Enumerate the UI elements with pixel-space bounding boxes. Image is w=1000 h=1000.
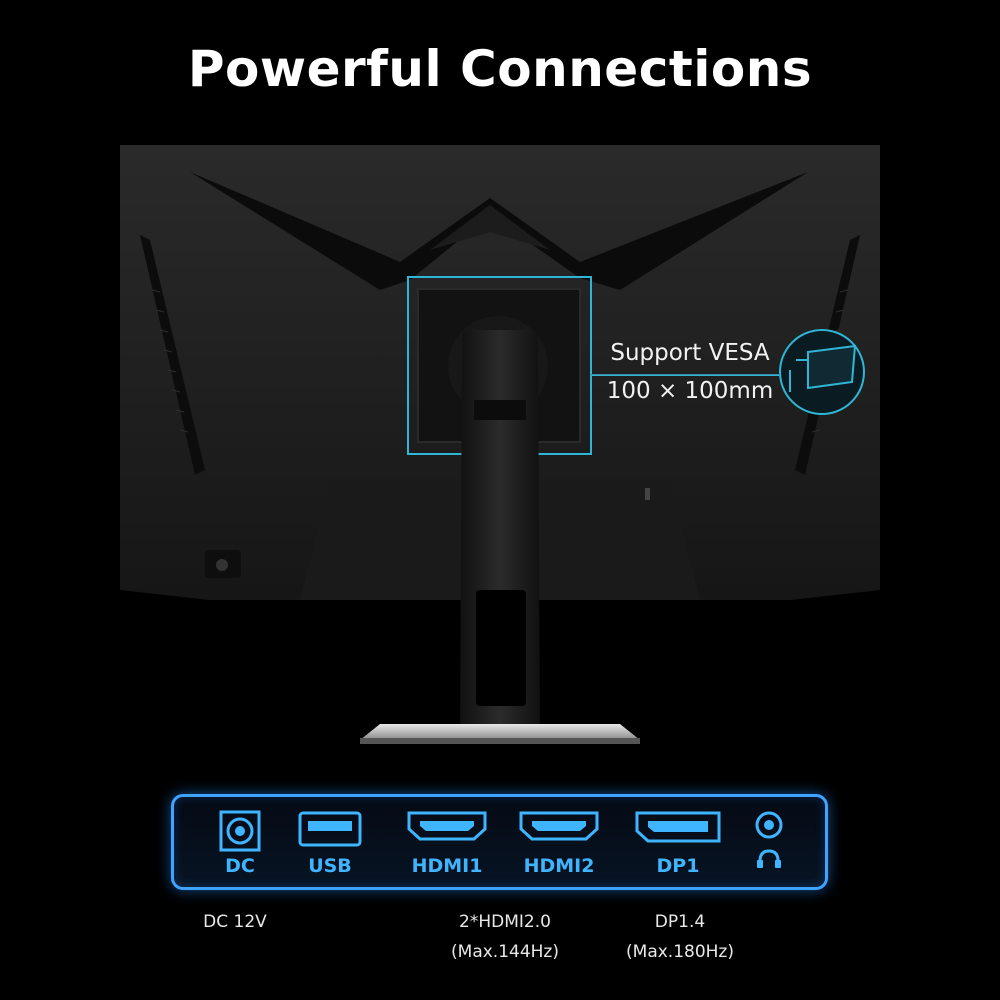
port-hdmi1: HDMI1 xyxy=(402,797,492,887)
spec-hdmi-refresh: (Max.144Hz) xyxy=(451,942,559,962)
port-label: DP1 xyxy=(656,855,700,877)
dc-jack-icon xyxy=(219,810,261,852)
spec-dc: DC 12V xyxy=(203,912,267,932)
stand-base xyxy=(360,724,640,740)
headphone-jack-icon xyxy=(755,811,783,868)
port-dp1: DP1 xyxy=(632,797,724,887)
page-title: Powerful Connections xyxy=(187,40,813,98)
displayport-icon xyxy=(635,811,721,843)
vesa-callout-divider xyxy=(590,374,780,375)
usb-port-icon xyxy=(298,811,362,847)
hdmi-port-icon xyxy=(519,811,599,841)
port-audio xyxy=(744,797,794,887)
vesa-label: Support VESA xyxy=(610,340,770,366)
port-hdmi2: HDMI2 xyxy=(514,797,604,887)
port-label: DC xyxy=(225,855,255,877)
vesa-mount-icon xyxy=(592,329,865,415)
port-label: USB xyxy=(308,855,352,877)
port-dc: DC xyxy=(210,797,270,887)
port-label: HDMI2 xyxy=(523,855,595,877)
port-usb: USB xyxy=(290,797,370,887)
ports-panel: DC USB HDMI1 HDMI2 DP1 xyxy=(171,794,828,890)
spec-hdmi-version: 2*HDMI2.0 xyxy=(459,912,551,932)
spec-dp-version: DP1.4 xyxy=(654,912,706,932)
vesa-size-label: 100 × 100mm xyxy=(606,378,774,404)
hdmi-port-icon xyxy=(407,811,487,841)
spec-dp-refresh: (Max.180Hz) xyxy=(626,942,734,962)
monitor-stand xyxy=(360,330,640,744)
port-label: HDMI1 xyxy=(411,855,483,877)
